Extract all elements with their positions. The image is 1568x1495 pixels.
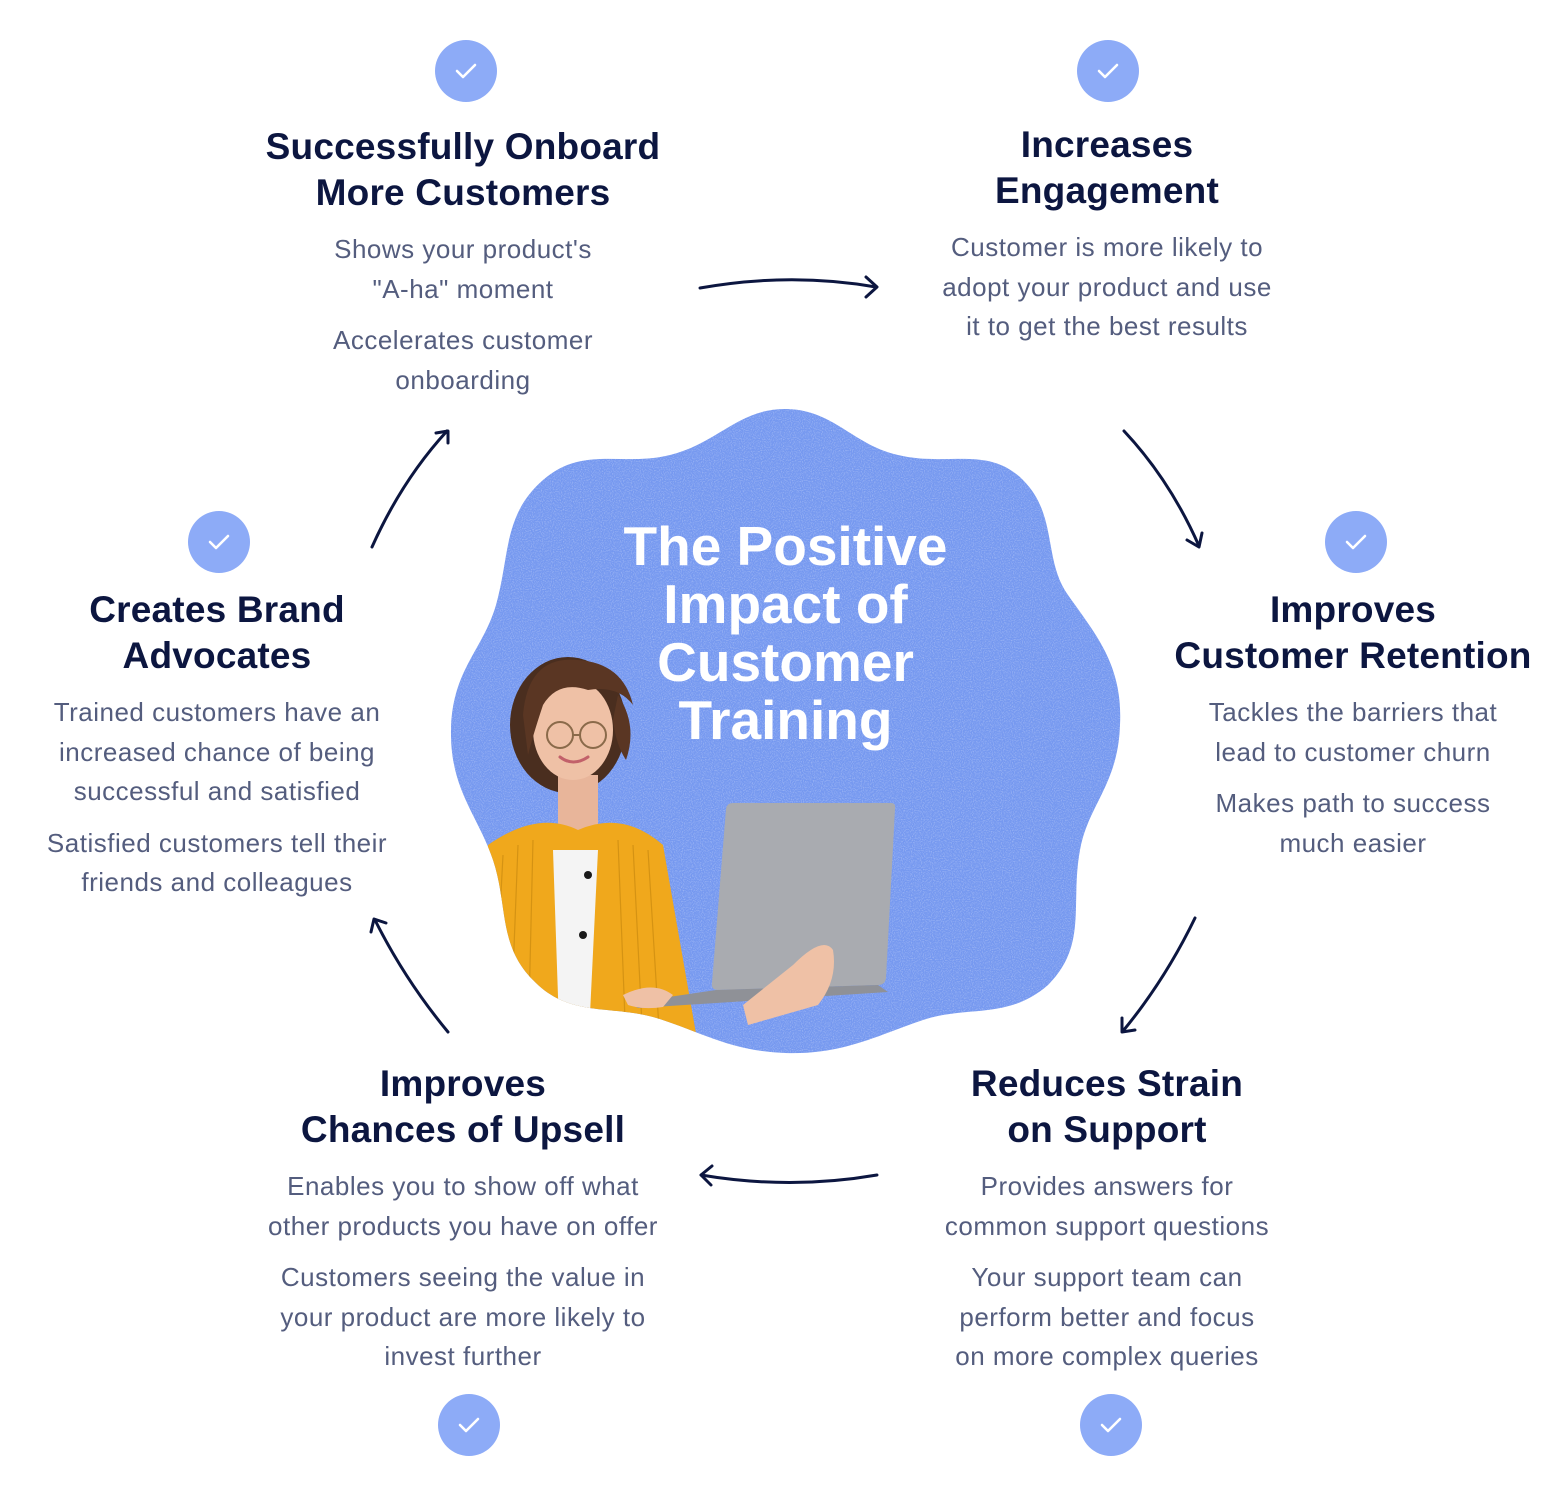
benefit-title: Creates Brand Advocates <box>89 589 345 676</box>
benefit-point: Enables you to show off what other produ… <box>268 1171 658 1241</box>
benefit-support: Reduces Strain on Support Provides answe… <box>945 1061 1269 1377</box>
check-circle-icon <box>188 511 250 573</box>
benefit-point: Customers seeing the value in your produ… <box>280 1262 646 1371</box>
benefit-title: Successfully Onboard More Customers <box>265 126 661 213</box>
benefit-title: Improves Chances of Upsell <box>300 1063 626 1150</box>
benefit-point: Provides answers for common support ques… <box>944 1171 1270 1241</box>
benefit-title: Improves Customer Retention <box>1174 589 1532 676</box>
check-circle-icon <box>435 40 497 102</box>
benefit-advocates: Creates Brand Advocates Trained customer… <box>47 587 387 903</box>
benefit-points: Shows your product's "A-ha" moment Accel… <box>266 230 661 400</box>
arrow-up-left-icon <box>369 917 450 1034</box>
benefit-points: Customer is more likely to adopt your pr… <box>942 228 1272 347</box>
arrow-right-icon <box>698 275 879 299</box>
benefit-title: Reduces Strain on Support <box>970 1063 1244 1150</box>
arrow-down-left-icon <box>1120 916 1197 1034</box>
arrow-up-right-icon <box>370 429 450 549</box>
benefit-engagement: Increases Engagement Customer is more li… <box>942 122 1272 347</box>
arrow-left-icon <box>699 1164 879 1187</box>
benefit-points: Provides answers for common support ques… <box>945 1167 1269 1377</box>
benefit-point: Satisfied customers tell their friends a… <box>46 827 388 898</box>
benefit-point: Tackles the barriers that lead to custom… <box>1208 697 1498 767</box>
benefit-point: Trained customers have an increased chan… <box>53 697 381 806</box>
check-circle-icon <box>438 1394 500 1456</box>
center-hub: The Positive Impact of Customer Training <box>448 405 1123 1055</box>
wavy-blob-background <box>450 409 1121 1054</box>
benefit-point: Customer is more likely to adopt your pr… <box>942 232 1272 341</box>
benefit-upsell: Improves Chances of Upsell Enables you t… <box>268 1061 658 1377</box>
benefit-points: Trained customers have an increased chan… <box>47 693 387 903</box>
page-title: The Positive Impact of Customer Training <box>623 515 948 751</box>
check-circle-icon <box>1077 40 1139 102</box>
benefit-retention: Improves Customer Retention Tackles the … <box>1174 587 1531 863</box>
arrow-down-right-icon <box>1122 429 1204 549</box>
benefit-point: Your support team can perform better and… <box>955 1262 1259 1371</box>
benefit-point: Accelerates customer onboarding <box>333 325 593 395</box>
check-circle-icon <box>1325 511 1387 573</box>
benefit-onboard: Successfully Onboard More Customers Show… <box>266 124 661 400</box>
benefit-points: Enables you to show off what other produ… <box>268 1167 658 1377</box>
check-circle-icon <box>1080 1394 1142 1456</box>
benefit-point: Shows your product's "A-ha" moment <box>334 234 592 304</box>
benefit-points: Tackles the barriers that lead to custom… <box>1174 693 1531 863</box>
woman-with-laptop-illustration <box>478 657 896 1054</box>
benefit-point: Makes path to success much easier <box>1215 788 1491 858</box>
benefit-title: Increases Engagement <box>994 124 1220 211</box>
